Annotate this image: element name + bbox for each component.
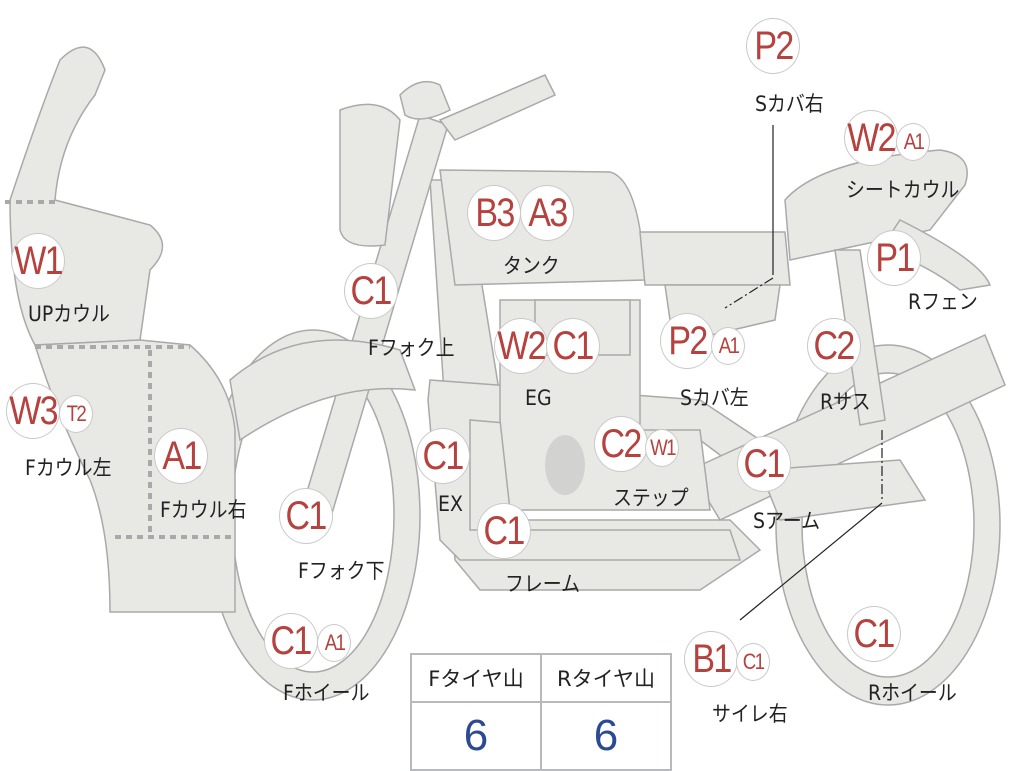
seat-cowl-shape <box>784 149 968 261</box>
front-fender-shape <box>229 339 417 442</box>
seat-shape <box>639 231 791 286</box>
grade-badge-small: T2 <box>59 395 93 433</box>
headlight-shape <box>339 103 401 247</box>
rear-tire-value: 6 <box>540 701 672 771</box>
grade-badge-small: A1 <box>896 123 930 161</box>
part-label: Rホイール <box>868 681 957 705</box>
handlebar-shape <box>438 74 557 141</box>
grade-badge: B3 <box>467 185 521 241</box>
grade-badge: C1 <box>264 613 318 669</box>
grade-badge-small: A1 <box>317 624 351 662</box>
grade-badge: C1 <box>737 436 791 492</box>
grade-badge: C1 <box>546 318 600 374</box>
part-label: ステップ <box>613 486 689 510</box>
grade-badge: C1 <box>847 606 901 662</box>
grade-badge: A1 <box>154 428 208 484</box>
front-tire-header: Fタイヤ山 <box>410 653 542 703</box>
cowl-divider-line <box>5 200 235 539</box>
grade-badge: C1 <box>344 263 398 319</box>
grade-badge: B1 <box>684 631 738 687</box>
part-label: Rサス <box>820 390 871 414</box>
grade-badge: C1 <box>416 428 470 484</box>
leader-line-s-cover-right-dash <box>724 277 774 309</box>
mirror-shape <box>399 80 451 120</box>
part-label: タンク <box>503 254 560 278</box>
engine-cover-shape <box>545 435 585 495</box>
grade-badge-small: A1 <box>711 327 745 365</box>
grade-badge: C1 <box>477 503 531 559</box>
front-tire-value: 6 <box>410 701 542 771</box>
part-label: Rフェン <box>908 290 978 314</box>
leader-line-silencer-2 <box>739 502 883 621</box>
grade-badge: C2 <box>807 318 861 374</box>
grade-badge: P2 <box>746 18 800 74</box>
grade-badge-small: W1 <box>645 429 679 467</box>
grade-badge: C2 <box>594 416 648 472</box>
tire-tread-table: Fタイヤ山 Rタイヤ山 6 6 <box>410 653 672 771</box>
grade-badge-small: C1 <box>736 643 770 681</box>
part-label: EX <box>438 492 463 516</box>
part-label: Sカバ右 <box>755 92 824 116</box>
part-label: Sアーム <box>753 509 821 533</box>
part-label: Fフォク下 <box>298 559 385 583</box>
part-label: フレーム <box>505 572 581 596</box>
grade-badge: C1 <box>279 488 333 544</box>
part-label: Fカウル右 <box>160 498 247 522</box>
part-label: UPカウル <box>28 302 110 326</box>
grade-badge: P2 <box>660 313 714 369</box>
grade-badge: W2 <box>844 110 898 166</box>
grade-badge: W3 <box>6 383 60 439</box>
rear-tire-header: Rタイヤ山 <box>540 653 672 703</box>
grade-badge: P1 <box>867 230 921 286</box>
part-label: シートカウル <box>846 178 960 202</box>
grade-badge: W1 <box>11 233 65 289</box>
part-label: サイレ右 <box>712 702 788 726</box>
part-label: Fフォク上 <box>368 336 455 360</box>
part-label: EG <box>525 386 552 410</box>
grade-badge: A3 <box>520 185 574 241</box>
part-label: Fカウル左 <box>25 456 112 480</box>
grade-badge: W2 <box>494 318 548 374</box>
part-label: Fホイール <box>283 681 370 705</box>
silencer-shape <box>758 459 927 521</box>
part-label: Sカバ左 <box>680 386 749 410</box>
